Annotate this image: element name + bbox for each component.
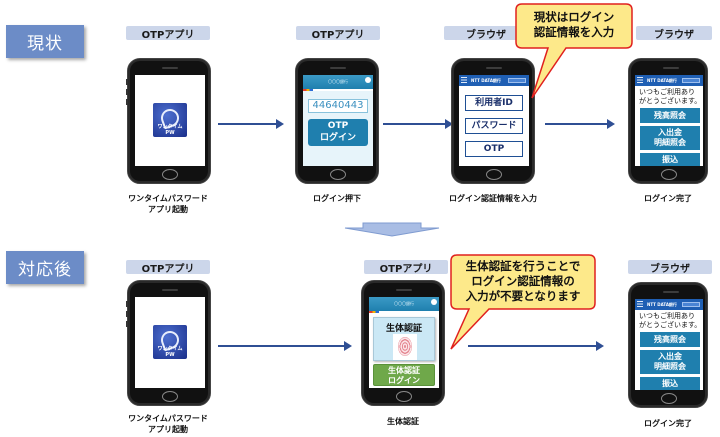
- phone-browser-login: NTT DATA銀行 利用者ID パスワード OTP: [451, 58, 535, 184]
- transaction-history-button[interactable]: 入出金明細照会: [640, 350, 700, 374]
- app-tag: OTPアプリ: [296, 26, 380, 41]
- callout-line: 入力が不要となります: [465, 289, 581, 303]
- otp-icon-label: ワンタイムPW: [157, 124, 183, 136]
- step-caption: ワンタイムパスワードアプリ起動: [128, 194, 208, 214]
- otp-icon-label: ワンタイムPW: [157, 346, 183, 358]
- phone-bio-auth: 〇〇〇銀行 生体認証 生体認証ログイン: [361, 280, 445, 406]
- step-caption: ログイン認証情報を入力: [449, 194, 537, 203]
- balance-inquiry-button[interactable]: 残高照会: [640, 332, 700, 347]
- step-caption: ログイン完了: [644, 194, 692, 203]
- browser-header: NTT DATA銀行: [459, 75, 529, 86]
- transfer-button[interactable]: 振込: [640, 377, 700, 390]
- otp-app-header: 〇〇〇銀行: [303, 75, 373, 89]
- home-button: [486, 169, 502, 180]
- otp-app-icon[interactable]: ワンタイムPW: [153, 325, 187, 359]
- home-button: [396, 391, 412, 402]
- flow-arrow: [383, 123, 447, 125]
- password-field[interactable]: パスワード: [465, 118, 523, 134]
- callout-line: ログイン認証情報の: [471, 274, 575, 288]
- callout-line: 現状はログイン: [533, 10, 615, 24]
- fingerprint-icon[interactable]: [393, 334, 417, 360]
- header-button[interactable]: [682, 302, 700, 307]
- home-button: [661, 393, 677, 404]
- step-caption: ログイン押下: [313, 194, 361, 203]
- biometric-title: 生体認証: [385, 324, 422, 334]
- welcome-message: いつもご利用ありがとうございます。: [639, 312, 702, 329]
- otp-app-header: 〇〇〇銀行: [369, 297, 439, 311]
- home-button: [162, 391, 178, 402]
- callout-bubble: [450, 254, 596, 350]
- transition-down-arrow: [344, 222, 440, 237]
- bank-brand: NTT DATA銀行: [647, 302, 677, 307]
- browser-header: NTT DATA銀行: [635, 299, 703, 310]
- flow-arrow: [468, 345, 598, 347]
- otp-field[interactable]: OTP: [465, 141, 523, 157]
- app-tag: ブラウザ: [444, 26, 528, 41]
- otp-app-icon[interactable]: ワンタイムPW: [153, 103, 187, 137]
- balance-inquiry-button[interactable]: 残高照会: [640, 108, 700, 123]
- menu-icon[interactable]: [637, 77, 643, 84]
- welcome-message: いつもご利用ありがとうございます。: [639, 88, 702, 105]
- browser-header: NTT DATA銀行: [635, 75, 703, 86]
- help-icon[interactable]: [365, 77, 371, 83]
- callout-line: 生体認証を行うことで: [465, 259, 581, 273]
- section-label-after: 対応後: [6, 251, 84, 284]
- phone-otp-launch: ワンタイムPW: [126, 58, 211, 184]
- flow-arrow-head: [344, 341, 352, 351]
- biometric-panel: 生体認証: [373, 317, 435, 361]
- transfer-button[interactable]: 振込: [640, 153, 700, 166]
- step-caption: 生体認証: [387, 417, 419, 426]
- phone-screen: NTT DATA銀行 いつもご利用ありがとうございます。 残高照会 入出金明細照…: [635, 75, 703, 166]
- header-button[interactable]: [508, 78, 526, 83]
- flow-arrow: [545, 123, 609, 125]
- home-button: [162, 169, 178, 180]
- menu-icon[interactable]: [461, 77, 467, 84]
- phone-screen: NTT DATA銀行 利用者ID パスワード OTP: [459, 75, 529, 166]
- flow-arrow-head: [596, 341, 604, 351]
- biometric-login-button[interactable]: 生体認証ログイン: [373, 364, 435, 386]
- step-caption: ワンタイムパスワードアプリ起動: [128, 414, 208, 434]
- flow-arrow: [218, 345, 346, 347]
- phone-browser-menu: NTT DATA銀行 いつもご利用ありがとうございます。 残高照会 入出金明細照…: [628, 282, 708, 408]
- step-caption: ログイン完了: [644, 419, 692, 428]
- app-tag: OTPアプリ: [126, 260, 210, 275]
- flow-arrow-head: [276, 119, 284, 129]
- user-id-field[interactable]: 利用者ID: [465, 95, 523, 111]
- flow-arrow: [218, 123, 278, 125]
- app-tag: ブラウザ: [636, 26, 712, 41]
- phone-screen: NTT DATA銀行 いつもご利用ありがとうございます。 残高照会 入出金明細照…: [635, 299, 703, 390]
- phone-screen: ワンタイムPW: [135, 297, 205, 388]
- menu-icon[interactable]: [637, 301, 643, 308]
- otp-code-display: 44640443: [308, 99, 368, 113]
- phone-browser-menu: NTT DATA銀行 いつもご利用ありがとうございます。 残高照会 入出金明細照…: [628, 58, 708, 184]
- phone-screen: ワンタイムPW: [135, 75, 205, 166]
- callout-line: 認証情報を入力: [533, 25, 615, 39]
- flow-arrow-head: [445, 119, 453, 129]
- app-tag: OTPアプリ: [126, 26, 210, 41]
- transaction-history-button[interactable]: 入出金明細照会: [640, 126, 700, 150]
- help-icon[interactable]: [431, 299, 437, 305]
- header-button[interactable]: [682, 78, 700, 83]
- app-tag: ブラウザ: [628, 260, 712, 275]
- flow-arrow-head: [607, 119, 615, 129]
- phone-screen: 〇〇〇銀行 生体認証 生体認証ログイン: [369, 297, 439, 388]
- home-button: [330, 169, 346, 180]
- app-tag: OTPアプリ: [364, 260, 448, 275]
- section-label-current: 現状: [6, 25, 84, 58]
- home-button: [661, 169, 677, 180]
- bank-brand: NTT DATA銀行: [471, 78, 501, 83]
- phone-otp-launch: ワンタイムPW: [126, 280, 211, 406]
- bank-brand: NTT DATA銀行: [647, 78, 677, 83]
- callout-bubble: [515, 3, 633, 99]
